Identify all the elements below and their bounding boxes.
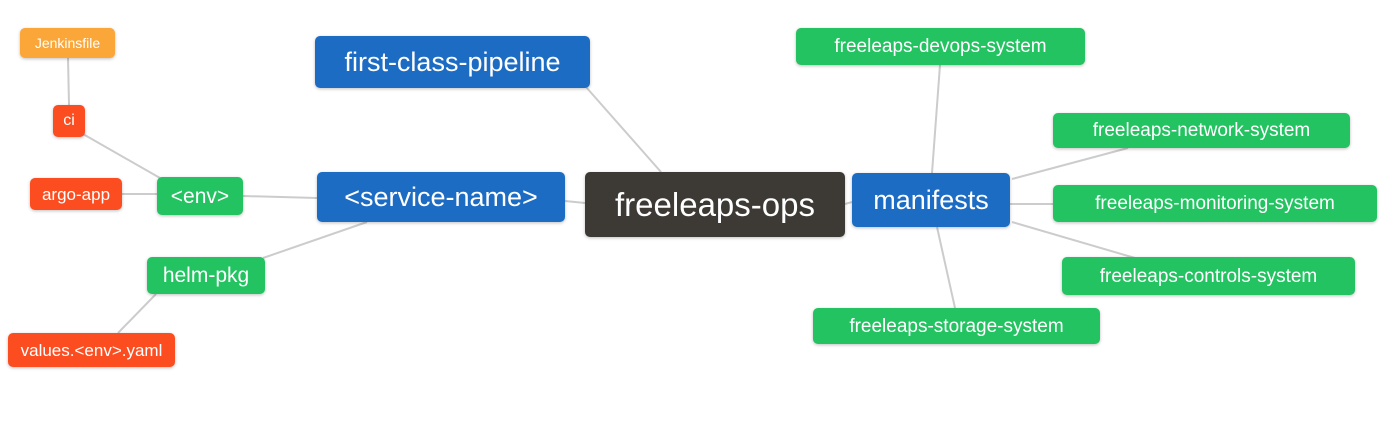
edge-values-env-yaml-to-helm-pkg (117, 293, 157, 334)
mindmap-node-jenkinsfile[interactable]: Jenkinsfile (20, 28, 115, 58)
mindmap-node-freeleaps-monitoring-system[interactable]: freeleaps-monitoring-system (1053, 185, 1377, 222)
mindmap-node-freeleaps-network-system[interactable]: freeleaps-network-system (1053, 113, 1350, 148)
edge-manifests-to-freeleaps-devops-system (931, 64, 941, 174)
edge-manifests-to-freeleaps-network-system (1011, 147, 1129, 180)
mindmap-node-env[interactable]: <env> (157, 177, 243, 215)
edge-jenkinsfile-to-ci (67, 57, 70, 106)
edge-service-name-to-freeleaps-ops (564, 200, 586, 204)
edge-first-class-pipeline-to-freeleaps-ops (585, 86, 662, 173)
edge-freeleaps-ops-to-manifests (844, 201, 853, 205)
mindmap-node-manifests[interactable]: manifests (852, 173, 1010, 227)
mindmap-node-freeleaps-controls-system[interactable]: freeleaps-controls-system (1062, 257, 1355, 295)
mindmap-node-service-name[interactable]: <service-name> (317, 172, 565, 222)
edge-manifests-to-freeleaps-storage-system (936, 226, 956, 309)
mindmap-node-freeleaps-storage-system[interactable]: freeleaps-storage-system (813, 308, 1100, 344)
edge-env-to-service-name (242, 195, 318, 199)
mindmap-node-freeleaps-ops[interactable]: freeleaps-ops (585, 172, 845, 237)
mindmap-node-values-env-yaml[interactable]: values.<env>.yaml (8, 333, 175, 367)
edge-manifests-to-freeleaps-controls-system (1011, 221, 1136, 259)
mindmap-node-helm-pkg[interactable]: helm-pkg (147, 257, 265, 294)
mindmap-node-freeleaps-devops-system[interactable]: freeleaps-devops-system (796, 28, 1085, 65)
mindmap-node-ci[interactable]: ci (53, 105, 85, 137)
edge-helm-pkg-to-service-name (262, 221, 368, 259)
edge-ci-to-env (82, 133, 161, 179)
mindmap-node-argo-app[interactable]: argo-app (30, 178, 122, 210)
mindmap-node-first-class-pipeline[interactable]: first-class-pipeline (315, 36, 590, 88)
